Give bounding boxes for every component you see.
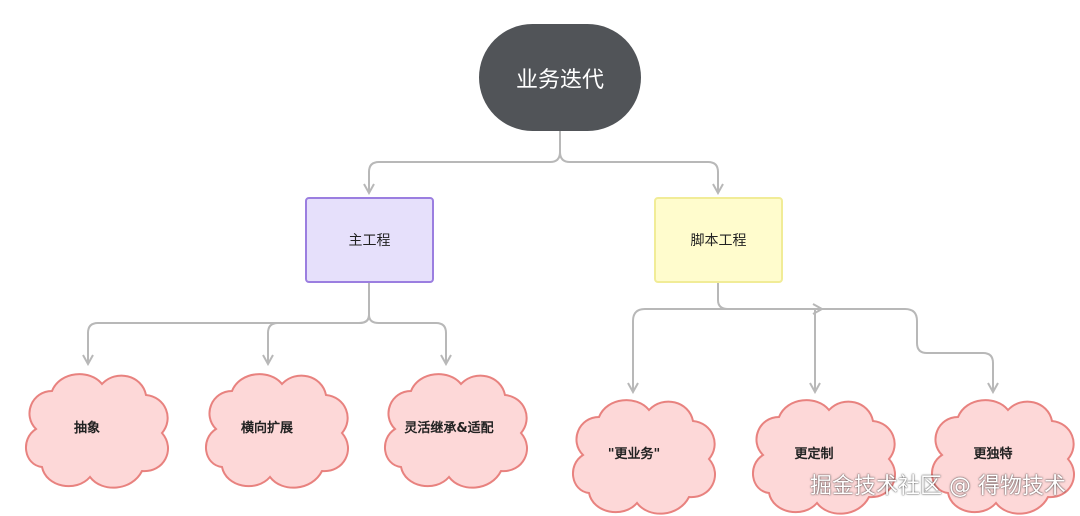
connector-root-script: [559, 131, 718, 193]
connector-script-bus: [717, 283, 822, 309]
cloud-label-more-business: "更业务": [607, 447, 661, 462]
connector-script-child-1: [633, 308, 815, 392]
script-project-node: 脚本工程: [654, 197, 783, 283]
watermark: 掘金技术社区 @ 得物技术: [810, 474, 1066, 499]
cloud-shape-flexible-inheritance: [384, 373, 528, 489]
cloud-node-horizontal-scale: 横向扩展: [212, 389, 322, 469]
cloud-node-more-custom: 更定制: [759, 415, 869, 495]
cloud-shape-horizontal-scale: [205, 373, 349, 489]
cloud-label-abstract: 抽象: [73, 421, 100, 436]
main-project-node: 主工程: [305, 197, 434, 283]
cloud-node-abstract: 抽象: [32, 389, 142, 469]
cloud-label-more-unique: 更独特: [973, 447, 1013, 462]
main-project-label: 主工程: [348, 233, 391, 249]
root-node-label: 业务迭代: [515, 67, 604, 93]
root-node: 业务迭代: [479, 24, 641, 131]
cloud-label-more-custom: 更定制: [794, 447, 834, 462]
cloud-shape-more-business: [572, 399, 716, 515]
cloud-node-flexible-inheritance: 灵活继承&适配: [389, 389, 509, 469]
connector-main-child-2: [268, 283, 370, 364]
cloud-shape-more-unique: [931, 399, 1075, 515]
cloud-label-horizontal-scale: 横向扩展: [240, 421, 293, 436]
cloud-node-more-unique: 更独特: [938, 415, 1048, 495]
cloud-shape-more-custom: [752, 399, 896, 515]
script-project-label: 脚本工程: [690, 233, 747, 249]
cloud-node-more-business: "更业务": [579, 415, 689, 495]
cloud-label-flexible-inheritance: 灵活继承&适配: [404, 421, 494, 436]
cloud-shape-abstract: [25, 373, 169, 489]
connector-main-child-3: [368, 283, 446, 364]
connector-script-child-3: [815, 308, 993, 392]
connector-root-main: [369, 131, 561, 193]
